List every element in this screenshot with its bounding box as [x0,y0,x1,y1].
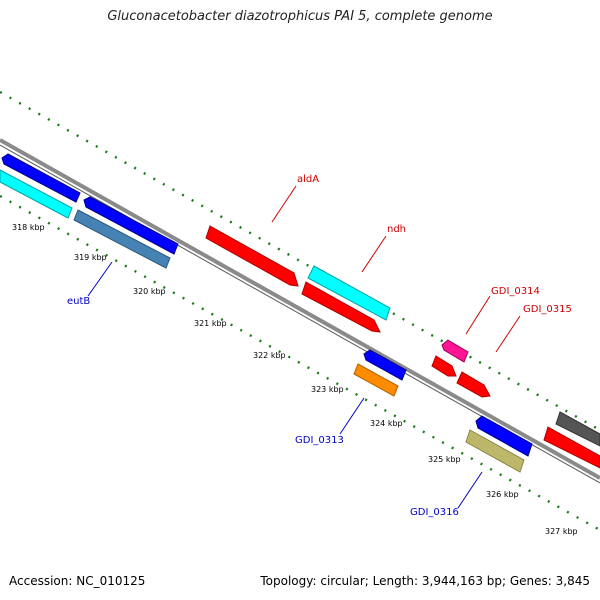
gene-label-GDI_0315[interactable]: GDI_0315 [523,304,572,315]
kbp-label: 319 kbp [74,253,107,262]
genome-summary-text: Topology: circular; Length: 3,944,163 bp… [260,574,590,588]
gene-blue-323[interactable] [363,349,407,381]
gene-aldA[interactable] [205,225,299,287]
gene-orange-GDI_0313[interactable] [353,363,399,397]
gene-label-GDI_0314[interactable]: GDI_0314 [491,286,540,297]
gene-label-GDI_0316[interactable]: GDI_0316 [410,507,459,518]
kbp-label: 327 kbp [545,527,578,536]
kbp-label: 324 kbp [370,419,403,428]
kbp-label: 318 kbp [12,223,45,232]
accession-text: Accession: NC_010125 [9,574,146,588]
gene-blue-325[interactable] [475,415,533,457]
gene-gray-right[interactable] [555,411,600,447]
gene-GDI_0314[interactable] [431,355,457,377]
kbp-label: 323 kbp [311,385,344,394]
genome-title: Gluconacetobacter diazotrophicus PAI 5, … [107,9,493,24]
kbp-label: 320 kbp [133,287,166,296]
gene-blue-317[interactable] [1,153,81,203]
gene-magenta[interactable] [441,339,469,363]
gene-label-leaders [87,185,521,509]
kbp-label: 326 kbp [486,490,519,499]
gene-ndh[interactable] [301,281,381,333]
gene-GDI_0315[interactable] [456,371,491,398]
inner-tick-track [0,194,600,532]
kbp-label: 321 kbp [194,319,227,328]
gene-right-red[interactable] [543,426,600,469]
gene-cyan-318[interactable] [0,169,73,219]
gene-steelblue-eutB[interactable] [73,209,171,269]
gene-label-ndh[interactable]: ndh [387,224,406,235]
gene-blue-319[interactable] [83,196,179,255]
kbp-label: 325 kbp [428,455,461,464]
gene-cyan-ndh-lane[interactable] [307,265,391,321]
gene-label-aldA[interactable]: aldA [297,174,319,185]
outer-tick-track [0,90,600,432]
gene-label-GDI_0313[interactable]: GDI_0313 [295,435,344,446]
kbp-label: 322 kbp [253,351,286,360]
gene-khaki-GDI_0316[interactable] [465,429,525,473]
gene-label-eutB[interactable]: eutB [67,296,90,307]
